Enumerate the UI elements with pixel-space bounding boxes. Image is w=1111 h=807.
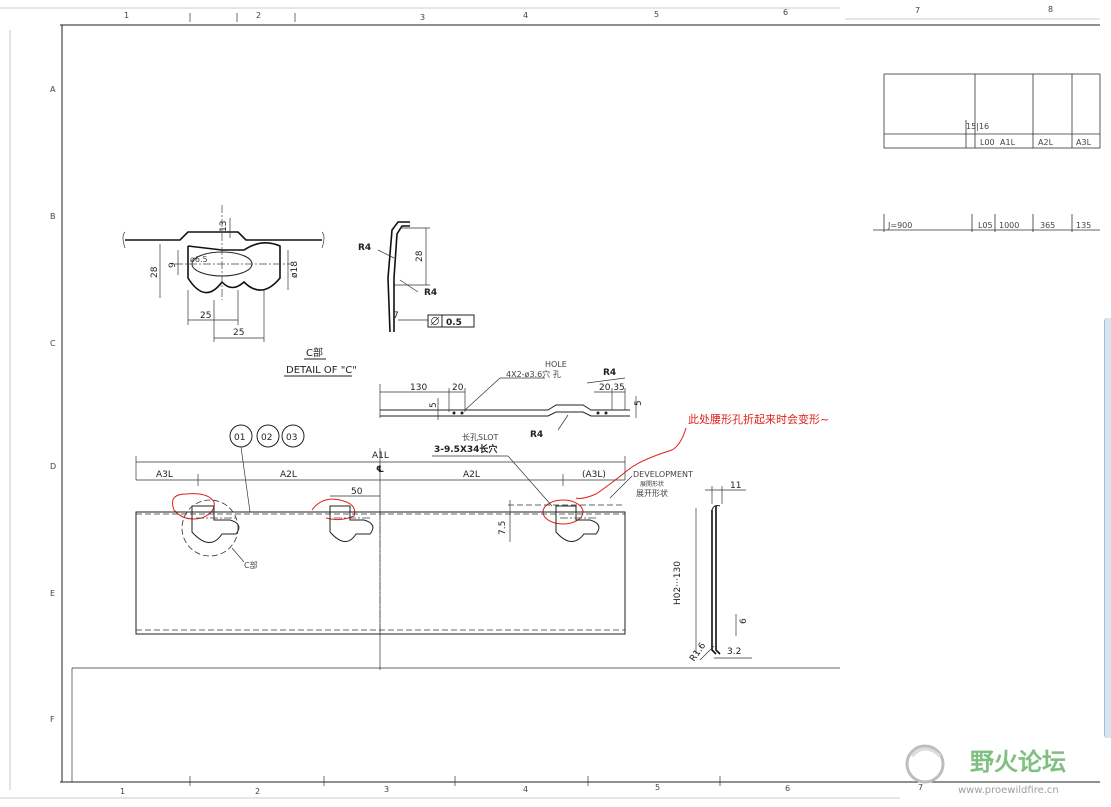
top-r4-right: R4	[603, 368, 616, 378]
detail-c-dim-d18: ø18	[290, 261, 300, 278]
detail-c-dim-r5: ø6.5	[190, 255, 208, 264]
title-block: 15|16 L00 A1L A2L A3L J=900 L05 1000 365…	[873, 73, 1101, 232]
main-a2l-left: A2L	[280, 470, 297, 480]
detail-c-title-en: DETAIL OF "C"	[286, 365, 357, 376]
main-a3l-left: A3L	[156, 470, 173, 480]
title-block-row1-c4: A2L	[1038, 138, 1054, 147]
zone-top-3: 3	[420, 13, 425, 22]
zone-bottom-7: 7	[918, 783, 923, 792]
main-dim-50: 50	[351, 487, 363, 497]
zone-bottom-3: 3	[384, 785, 389, 794]
main-dim-7-5: 7.5	[498, 521, 508, 535]
zone-left-e: E	[50, 589, 55, 598]
top-dim-20-35: 20 35	[599, 383, 625, 393]
top-r4-left: R4	[530, 430, 543, 440]
title-block-row2-c5: 135	[1076, 221, 1091, 230]
side-dim-6: 6	[739, 618, 749, 624]
zone-bottom-2: 2	[255, 787, 260, 796]
balloon-02	[256, 424, 280, 448]
detail-c-title-cn: C部	[306, 346, 323, 359]
zone-bottom-4: 4	[523, 785, 528, 794]
sheet-border	[0, 7, 1100, 799]
watermark: 野火论坛 www.proewildfire.cn	[905, 744, 1066, 796]
bend-flatness: 0.5	[446, 318, 462, 328]
balloon-01-label: 01	[234, 433, 245, 443]
top-dim-20: 20	[452, 383, 464, 393]
zone-top-7: 7	[915, 6, 920, 15]
zone-top-6: 6	[783, 8, 788, 17]
main-development-view: A1L ℄ A3L A2L A2L (A3L) 50 7.5 长孔SLOT 3-…	[135, 424, 693, 670]
side-profile-view: 11 H02···130 6 3.2 R1.6	[673, 481, 752, 664]
title-block-row1-c2: L00	[980, 138, 995, 147]
zone-top-4: 4	[523, 11, 528, 20]
main-centerline: ℄	[376, 465, 384, 475]
main-a2l-right: A2L	[463, 470, 480, 480]
side-dim-3-2: 3.2	[727, 647, 741, 657]
zone-top-5: 5	[654, 10, 659, 19]
zone-top-2: 2	[256, 11, 261, 20]
top-dim-130: 130	[410, 383, 427, 393]
main-detail-ref: C部	[244, 560, 258, 570]
title-block-row2-c4: 365	[1040, 221, 1055, 230]
bend-side-view: R4 R4 28 7 0.5	[358, 221, 475, 333]
zone-markers: 1 2 3 4 5 6 7 8 1 2 3 4 5 6 7 A B C D E …	[50, 5, 1053, 796]
main-development-cn: 展开形状	[636, 488, 668, 498]
top-partial-view: 130 20 5 20 35 5 R4 R4 HOLE 4X2-ø3.6穴 孔	[379, 360, 644, 440]
detail-c-dim-25a: 25	[200, 311, 211, 321]
title-block-row1-c5: A3L	[1076, 138, 1092, 147]
detail-c-dim-25b: 25	[233, 328, 244, 338]
main-slot-text: 3-9.5X34长穴	[434, 443, 497, 455]
top-hole-text: 4X2-ø3.6穴 孔	[506, 369, 561, 379]
detail-c-view: 13 28 9 ø18 ø6.5 25 25 C部 DETAIL OF "C"	[122, 205, 357, 377]
detail-c-dim-9: 9	[168, 262, 178, 268]
main-development-en: DEVELOPMENT	[633, 470, 693, 479]
main-development-jp: 展開形状	[640, 480, 664, 488]
detail-c-dim-28: 28	[150, 266, 160, 278]
bend-dim-28: 28	[415, 250, 425, 262]
title-block-row2-c1: J=900	[887, 221, 912, 230]
side-dim-height: H02···130	[673, 561, 683, 605]
bend-dim-7: 7	[393, 311, 399, 321]
title-block-row1-c1: 15|16	[966, 122, 989, 131]
zone-left-c: C	[50, 339, 56, 348]
zone-bottom-1: 1	[120, 787, 125, 796]
red-annotation: 此处腰形孔折起来时会变形~	[172, 412, 829, 525]
side-dim-11: 11	[730, 481, 741, 491]
main-slot-title: 长孔SLOT	[462, 432, 499, 442]
title-block-row1-c3: A1L	[1000, 138, 1016, 147]
balloon-03	[281, 424, 305, 448]
bend-r4-bottom: R4	[424, 288, 437, 298]
balloon-02-label: 02	[261, 433, 272, 443]
zone-left-d: D	[50, 462, 56, 471]
top-hole-title: HOLE	[545, 360, 567, 369]
title-block-row2-c2: L05	[978, 221, 993, 230]
zone-bottom-6: 6	[785, 784, 790, 793]
main-a3l-right: (A3L)	[582, 470, 606, 480]
side-dim-r1-6: R1.6	[688, 641, 708, 664]
zone-left-f: F	[50, 715, 55, 724]
top-dim-5: 5	[429, 402, 439, 408]
title-block-row2-c3: 1000	[999, 221, 1019, 230]
zone-left-b: B	[50, 212, 56, 221]
scrollbar-handle[interactable]	[1104, 318, 1111, 738]
zone-left-a: A	[50, 85, 56, 94]
zone-top-8: 8	[1048, 5, 1053, 14]
detail-c-dim-13: 13	[219, 221, 229, 232]
watermark-title: 野火论坛	[970, 748, 1066, 776]
balloon-03-label: 03	[286, 433, 297, 443]
red-annotation-note: 此处腰形孔折起来时会变形~	[688, 412, 829, 426]
bend-r4-top: R4	[358, 243, 371, 253]
zone-top-1: 1	[124, 11, 129, 20]
zone-bottom-5: 5	[655, 783, 660, 792]
watermark-url: www.proewildfire.cn	[958, 785, 1059, 796]
main-a1l: A1L	[372, 451, 389, 461]
top-dim-5-right: 5	[634, 400, 644, 406]
